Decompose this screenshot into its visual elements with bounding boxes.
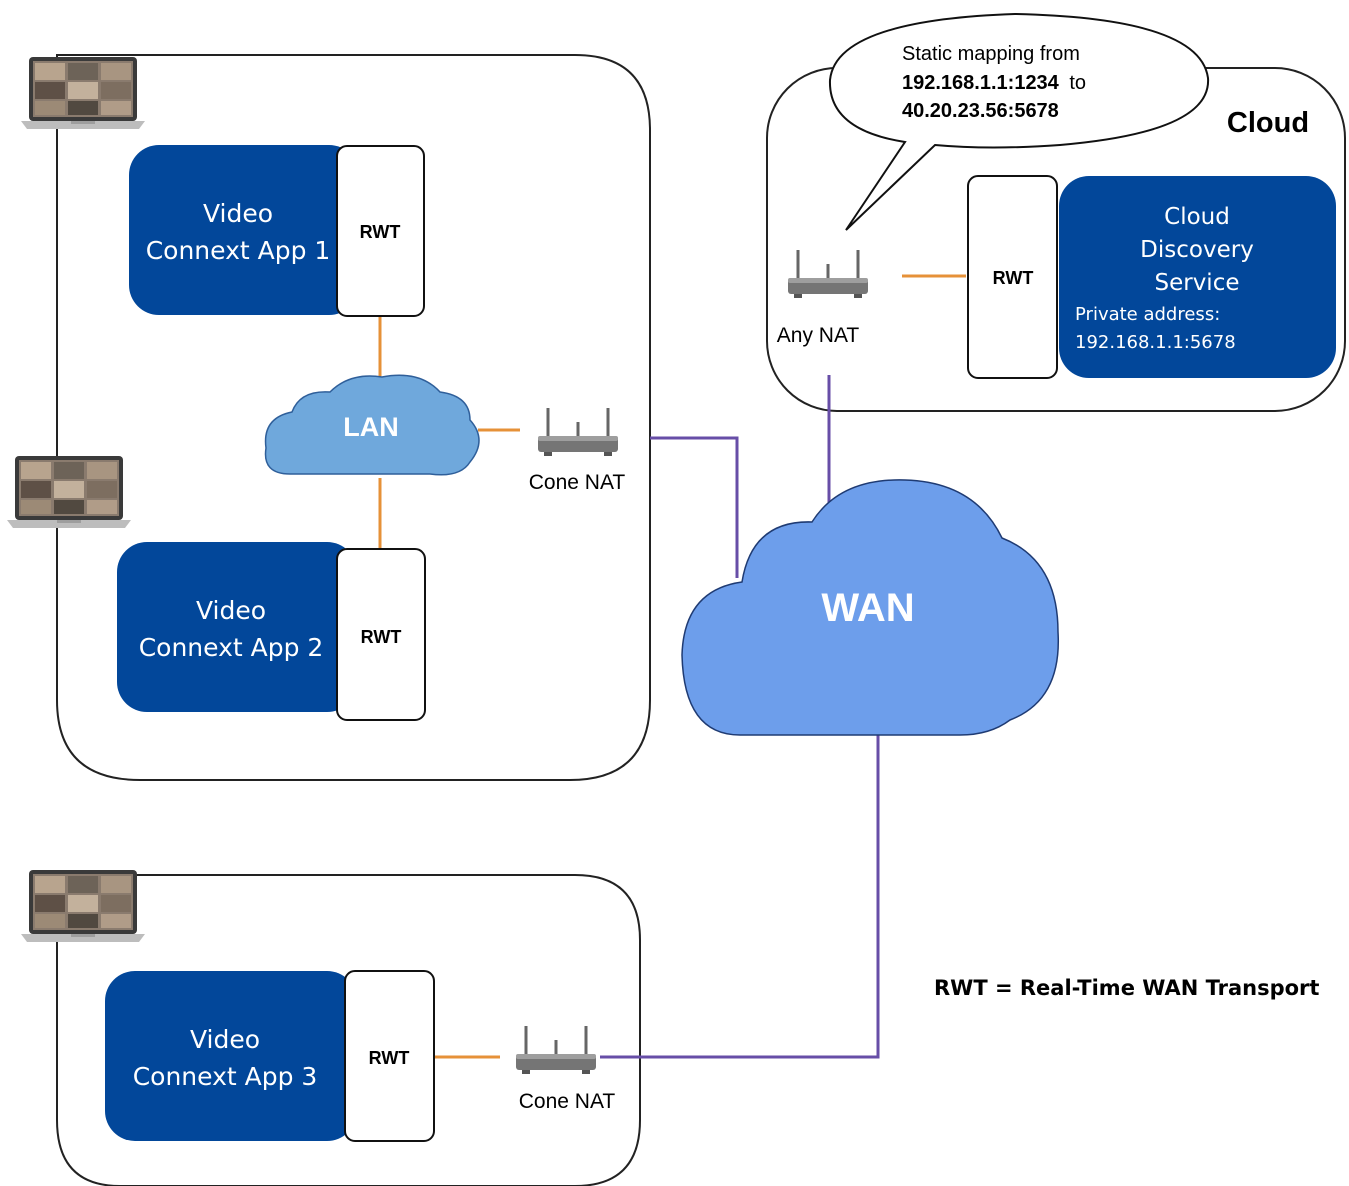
callout-to: 40.20.23.56:5678 [902, 100, 1059, 122]
cone-nat-label-1: Cone NAT [529, 471, 626, 494]
router-icon [514, 1024, 598, 1076]
lan-cloud [264, 374, 480, 476]
cloud-discovery-service: Cloud Discovery Service Private address:… [1059, 176, 1336, 378]
service-address: 192.168.1.1:5678 [1075, 332, 1236, 353]
video-connext-app-2: Video Connext App 2 [117, 542, 357, 712]
app-2-line2: Connext App 2 [139, 633, 324, 662]
lan-label: LAN [343, 412, 399, 442]
router-icon [536, 406, 620, 458]
callout-line1: Static mapping from [902, 43, 1080, 65]
service-line3: Service [1154, 270, 1239, 296]
callout-to-word: to [1069, 72, 1086, 94]
lan-links [378, 274, 966, 1059]
rwt-label-2: RWT [361, 627, 402, 647]
app-3-line1: Video [190, 1025, 260, 1054]
router-icon [786, 248, 870, 300]
laptop-icon [21, 870, 145, 942]
legend-text: RWT = Real-Time WAN Transport [934, 976, 1319, 1000]
video-connext-app-1: Video Connext App 1 [129, 145, 359, 315]
callout-line2: 192.168.1.1:1234 to [902, 72, 1086, 94]
site-container-1 [56, 54, 651, 781]
app-2-line1: Video [196, 596, 266, 625]
site-container-2 [56, 874, 641, 1186]
app-1-line1: Video [203, 199, 273, 228]
laptop-icon [21, 57, 145, 129]
rwt-label-3: RWT [369, 1048, 410, 1068]
app-3-line2: Connext App 3 [133, 1062, 318, 1091]
rwt-box-3: RWT [344, 970, 435, 1142]
video-connext-app-3: Video Connext App 3 [105, 971, 357, 1141]
rwt-box-1: RWT [336, 145, 425, 317]
rwt-label-1: RWT [360, 222, 401, 242]
service-address-label: Private address: [1075, 304, 1220, 325]
rwt-box-2: RWT [336, 548, 426, 721]
cloud-title: Cloud [1227, 107, 1309, 139]
callout-from: 192.168.1.1:1234 [902, 72, 1060, 94]
any-nat-label: Any NAT [777, 324, 860, 347]
app-1-line2: Connext App 1 [146, 236, 331, 265]
rwt-label-cloud: RWT [993, 268, 1034, 288]
rwt-box-cloud: RWT [967, 175, 1058, 379]
wan-cloud [681, 479, 1060, 736]
cone-nat-label-2: Cone NAT [519, 1090, 616, 1113]
service-line1: Cloud [1164, 204, 1230, 230]
callout-bubble [828, 12, 1210, 231]
service-line2: Discovery [1140, 237, 1254, 263]
wan-label: WAN [821, 586, 914, 630]
laptop-icon [7, 456, 131, 528]
